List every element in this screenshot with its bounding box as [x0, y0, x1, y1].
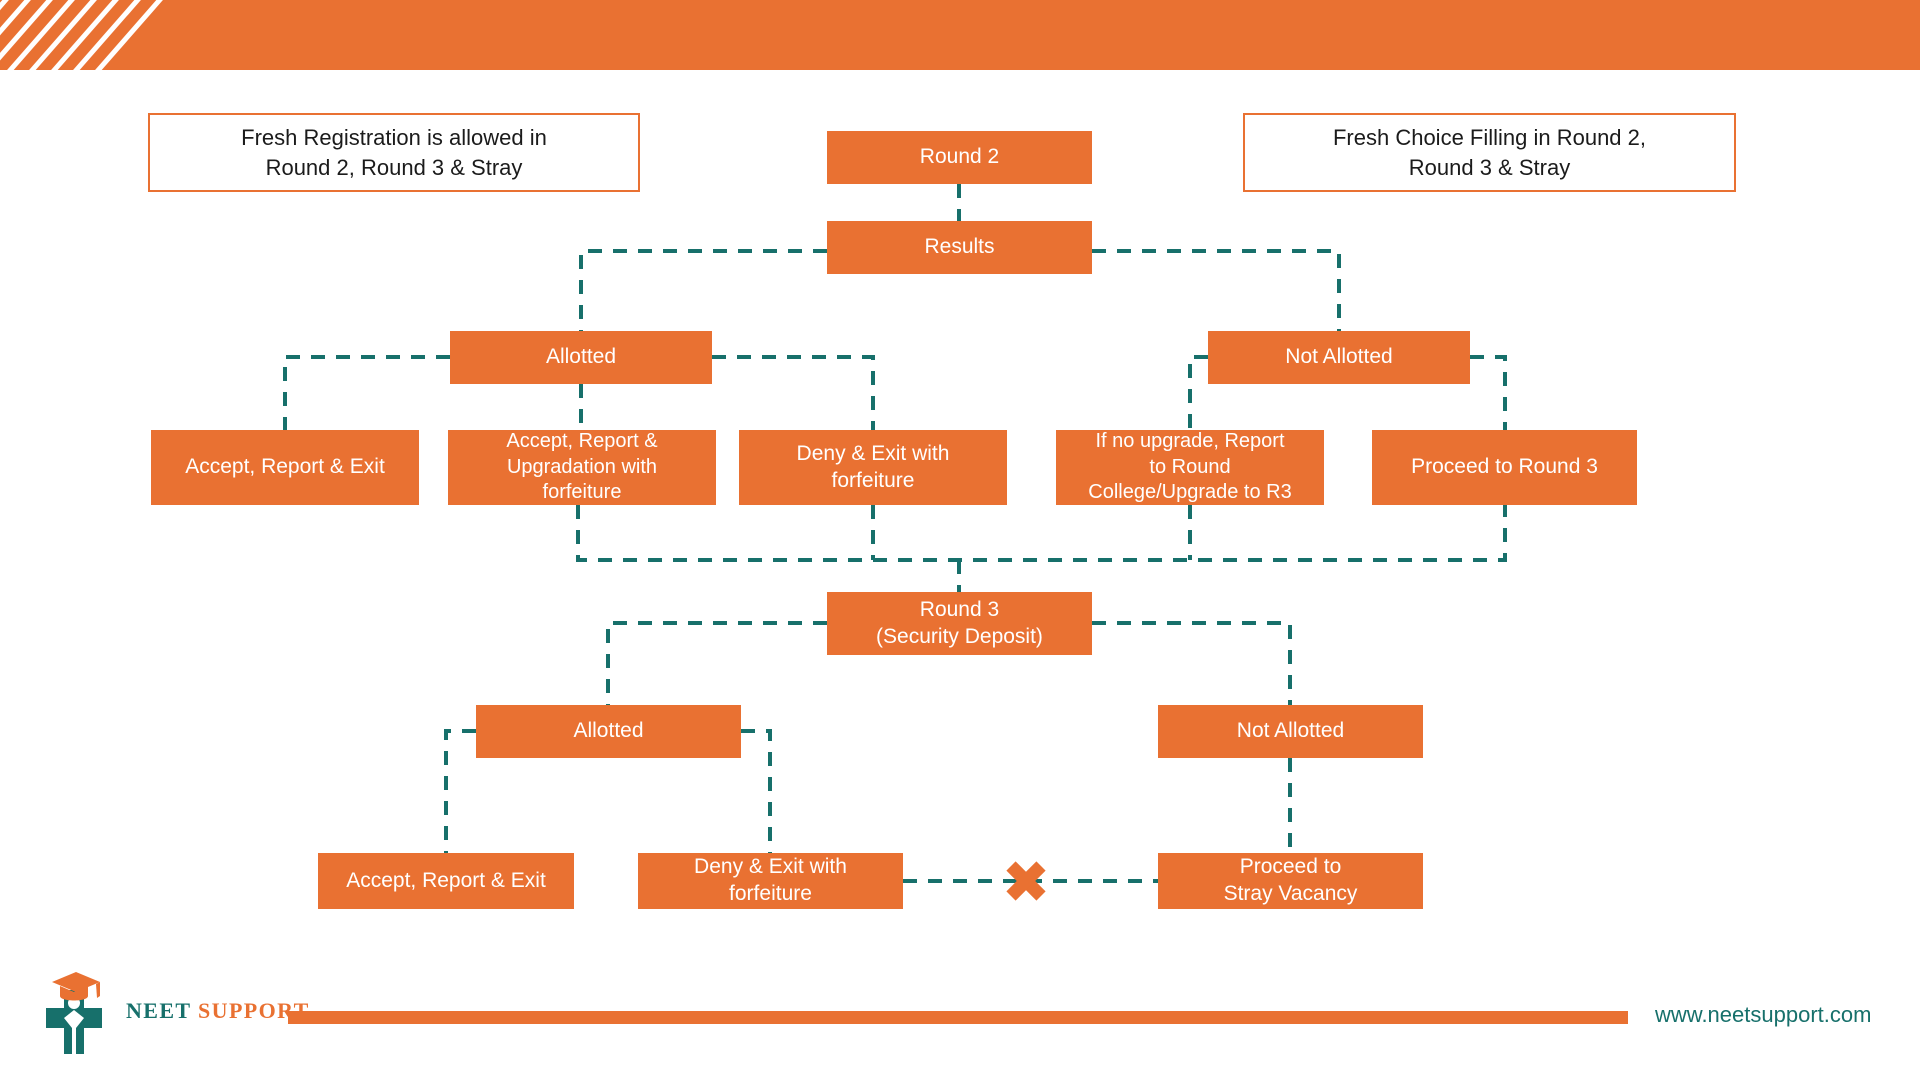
- flow-node-line: Accept, Report & Exit: [346, 868, 546, 892]
- flow-node-line: Round 2: [919, 145, 1000, 169]
- flow-node-line: Proceed to Round 3: [1411, 455, 1598, 479]
- flow-node-r2-not-allotted: Not Allotted: [1208, 331, 1470, 384]
- flow-node-r3-deny-exit: Deny & Exit with forfeiture: [638, 853, 903, 909]
- flow-node-line: Round 3: [919, 597, 1000, 621]
- flow-node-line: forfeiture: [831, 468, 915, 492]
- wire-round3-to-r3notallotted: [1092, 621, 1292, 705]
- wire-r3allotted-to-accept: [444, 729, 476, 853]
- flow-node-round-2: Round 2: [827, 131, 1092, 184]
- flow-node-line: Allotted: [573, 719, 644, 743]
- flow-node-r3-not-allotted: Not Allotted: [1158, 705, 1423, 758]
- flow-node-line: forfeiture: [729, 882, 812, 905]
- wire-results-to-r2-notallotted: [1092, 249, 1341, 331]
- flow-node-line: Allotted: [545, 345, 617, 369]
- note-left: Fresh Registration is allowed in Round 2,…: [148, 113, 640, 192]
- note-line: Fresh Choice Filling in Round 2,: [1332, 124, 1647, 150]
- note-line: Round 3 & Stray: [1408, 154, 1571, 180]
- flow-node-line: College/Upgrade to R3: [1088, 481, 1292, 504]
- flow-node-line: Proceed to: [1239, 855, 1342, 879]
- wire-r3allotted-to-deny: [741, 729, 772, 853]
- blocked-path-x-marker: [1006, 861, 1046, 901]
- wire-results-to-r2-allotted: [579, 249, 827, 331]
- wire-merge-bus: [576, 505, 1507, 562]
- top-banner: [0, 0, 1920, 70]
- wire-r2allotted-to-deny: [712, 355, 875, 430]
- brand-logo: NEET SUPPORT: [38, 968, 308, 1060]
- flow-node-line: Stray Vacancy: [1223, 882, 1358, 905]
- brand-wordmark: NEET SUPPORT: [126, 998, 310, 1024]
- flow-node-r3-accept-report-exit: Accept, Report & Exit: [318, 853, 574, 909]
- wire-r2notallotted-to-noupgrade: [1188, 355, 1208, 430]
- flow-node-line: If no upgrade, Report: [1095, 430, 1285, 453]
- flow-node-line: (Security Deposit): [876, 624, 1043, 648]
- flow-node-line: Not Allotted: [1236, 719, 1345, 743]
- note-line: Round 2, Round 3 & Stray: [265, 154, 523, 180]
- footer-rule: [288, 1011, 1628, 1024]
- flow-node-r2-proceed-r3: Proceed to Round 3: [1372, 430, 1637, 505]
- note-line: Fresh Registration is allowed in: [241, 124, 547, 150]
- flow-node-line: Deny & Exit with: [694, 855, 847, 879]
- flow-node-line: Not Allotted: [1285, 345, 1393, 369]
- wire-r2notallotted-to-proceed: [1470, 355, 1507, 430]
- flow-node-r3-allotted: Allotted: [476, 705, 741, 758]
- flow-node-line: Results: [924, 235, 995, 259]
- note-right: Fresh Choice Filling in Round 2, Round 3 …: [1243, 113, 1736, 192]
- banner-stripes-decoration: [0, 0, 163, 70]
- flow-node-r3-proceed-stray: Proceed to Stray Vacancy: [1158, 853, 1423, 909]
- flow-node-line: Deny & Exit with: [796, 441, 950, 465]
- flow-node-r2-accept-upgrade: Accept, Report &Upgradation with forfeitu…: [448, 430, 716, 505]
- flow-node-round-3: Round 3 (Security Deposit): [827, 592, 1092, 655]
- graduate-medical-cross-icon: [46, 972, 102, 1054]
- flow-node-results: Results: [827, 221, 1092, 274]
- flow-node-line: Accept, Report & Exit: [185, 455, 385, 479]
- flow-node-r2-deny-exit: Deny & Exit with forfeiture: [739, 430, 1007, 505]
- flow-node-r2-allotted: Allotted: [450, 331, 712, 384]
- website-url: www.neetsupport.com: [1655, 1002, 1872, 1027]
- flow-node-r2-accept-report-exit: Accept, Report & Exit: [151, 430, 419, 505]
- wire-r2allotted-to-accept: [283, 355, 450, 430]
- flow-node-line: Upgradation with: [506, 455, 658, 478]
- flow-node-line: to Round: [1149, 455, 1231, 478]
- flow-node-line: forfeiture: [542, 481, 622, 504]
- flow-node-line: Accept, Report &: [506, 430, 658, 453]
- brand-word-primary: NEET: [126, 998, 192, 1023]
- wire-round3-to-r3allotted: [606, 621, 827, 705]
